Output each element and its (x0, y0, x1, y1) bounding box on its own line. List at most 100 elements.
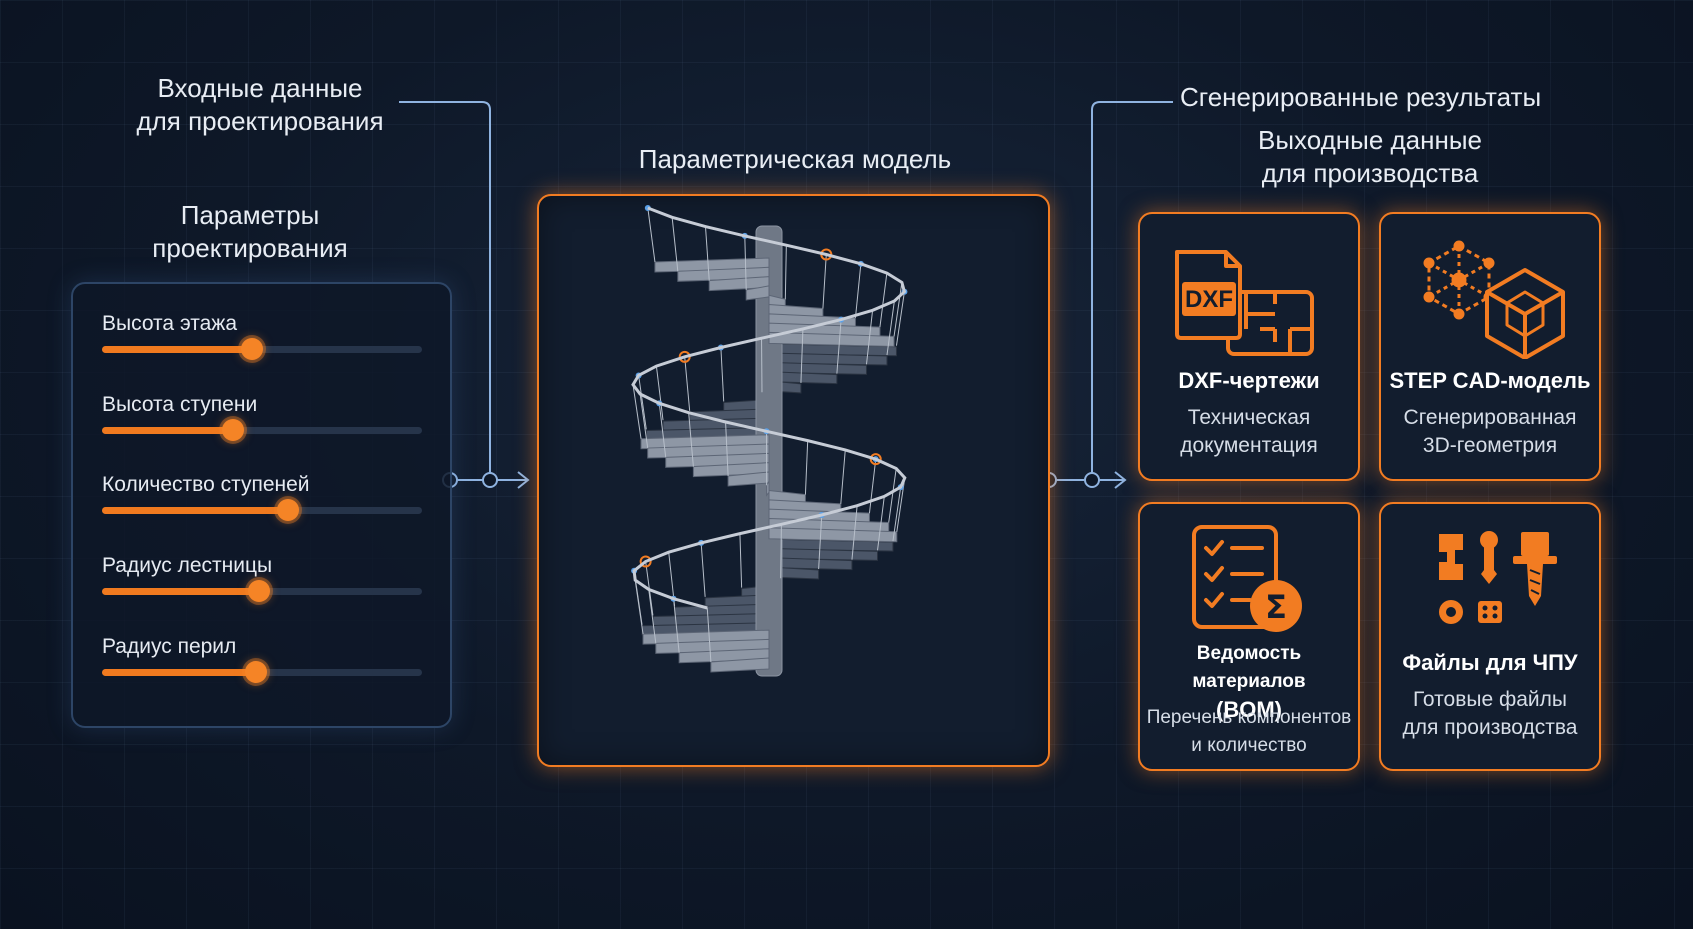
baluster (822, 254, 827, 309)
param-floor-height: Высота этажа (102, 312, 422, 360)
bom-card[interactable]: Σ Ведомость материалов (BOM) Перечень ко… (1138, 502, 1360, 771)
step-cad-card[interactable]: STEP CAD-модель Сгенерированная 3D-геоме… (1379, 212, 1601, 481)
dxf-file-icon: DXF (1175, 250, 1314, 356)
design-parameters-panel: Высота этажа Высота ступени Количество с… (71, 282, 452, 728)
card-subtitle-2: 3D-геометрия (1422, 434, 1558, 457)
param-stair-radius: Радиус лестницы (102, 554, 422, 602)
card-subtitle-2: для производства (1402, 716, 1578, 739)
checklist-sum-icon: Σ (1192, 525, 1302, 632)
baluster (655, 366, 664, 421)
parametric-model-frame (537, 194, 1050, 767)
control-handle (639, 555, 652, 568)
card-title: DXF-чертежи (1178, 368, 1320, 393)
baluster (836, 319, 842, 374)
stair-tread (768, 527, 898, 543)
baluster (725, 421, 729, 476)
baluster (888, 468, 897, 523)
baluster (634, 580, 644, 635)
stair-tread (708, 276, 770, 292)
slider-handle[interactable] (247, 580, 270, 602)
baluster (840, 449, 846, 504)
step-height-slider[interactable] (102, 419, 422, 441)
param-railing-radius: Радиус перил (102, 635, 422, 683)
baluster (648, 589, 657, 644)
output-connector-line (1091, 101, 1173, 480)
param-label: Количество ступеней (102, 473, 310, 496)
baluster (720, 347, 725, 402)
baluster (784, 245, 787, 300)
baluster (658, 403, 667, 458)
output-data-title: Выходные данные для производства (1257, 125, 1483, 188)
card-title: Ведомость материалов (BOM) (1192, 643, 1306, 722)
param-label: Радиус лестницы (102, 554, 273, 577)
card-subtitle-2: документация (1180, 434, 1318, 457)
cad-cube-icon (1423, 240, 1565, 359)
baluster (818, 514, 823, 570)
card-subtitle-1: Сгенерированная (1403, 406, 1577, 429)
baluster (706, 607, 712, 663)
generated-results-label: Сгенерированные результаты (1180, 82, 1542, 112)
baluster (851, 505, 858, 560)
card-title: Файлы для ЧПУ (1402, 650, 1578, 675)
card-subtitle-1: Перечень компонентов (1146, 707, 1352, 728)
input-connector-line (399, 101, 491, 480)
baluster (671, 217, 679, 272)
baluster (704, 226, 710, 281)
baluster (892, 486, 902, 542)
stair-tread (710, 657, 770, 673)
card-subtitle-1: Готовые файлы (1412, 688, 1568, 711)
baluster (744, 235, 747, 290)
stair-tread (692, 462, 770, 478)
baluster (647, 207, 656, 263)
baluster (673, 598, 680, 653)
baluster (877, 496, 885, 551)
param-label: Радиус перил (102, 635, 237, 658)
param-label: Высота ступени (102, 393, 258, 416)
baluster (739, 533, 743, 588)
param-step-count: Количество ступеней (102, 473, 422, 521)
cnc-files-card[interactable]: Файлы для ЧПУ Готовые файлы для производ… (1379, 502, 1601, 771)
baluster (893, 282, 903, 337)
stair-tread (766, 479, 770, 497)
handrail (631, 206, 907, 610)
baluster (895, 291, 905, 346)
stair-radius-slider[interactable] (102, 580, 422, 602)
dxf-icon-text: DXF (1185, 286, 1233, 313)
design-inputs-label: Входные данные для проектирования (136, 73, 384, 136)
baluster (865, 310, 874, 365)
baluster (639, 393, 649, 449)
param-step-height: Высота ступени (102, 393, 422, 441)
parametric-model-title: Параметрическая модель (638, 144, 952, 174)
design-params-title: Параметры проектирования (152, 200, 348, 263)
baluster (632, 384, 642, 439)
baluster (684, 356, 691, 411)
baluster (700, 542, 706, 597)
baluster (800, 328, 804, 383)
baluster (780, 524, 782, 579)
baluster (638, 375, 647, 430)
card-subtitle-2: и количество (1191, 735, 1307, 756)
param-label: Высота этажа (102, 312, 237, 335)
baluster (804, 440, 809, 495)
stair-tread (768, 331, 895, 347)
baluster (879, 273, 888, 328)
slider-handle[interactable] (241, 338, 264, 360)
arrow-heads (517, 471, 1127, 489)
floor-height-slider[interactable] (102, 338, 422, 360)
slider-handle[interactable] (276, 499, 299, 521)
cnc-tools-icon (1439, 531, 1557, 624)
card-subtitle-1: Техническая (1187, 406, 1311, 429)
baluster (868, 459, 877, 514)
stair-tread (745, 285, 770, 301)
railing-radius-slider[interactable] (102, 661, 422, 683)
stair-tread (727, 471, 770, 487)
slider-handle[interactable] (244, 661, 267, 683)
baluster (854, 263, 862, 318)
card-title: STEP CAD-модель (1389, 368, 1591, 393)
slider-handle[interactable] (222, 419, 245, 441)
step-count-slider[interactable] (102, 499, 422, 521)
spiral-staircase-model (631, 205, 908, 677)
dxf-drawings-card[interactable]: DXF DXF-чертежи Техническая документация (1138, 212, 1360, 481)
baluster (688, 412, 694, 467)
svg-text:Σ: Σ (1265, 588, 1287, 626)
